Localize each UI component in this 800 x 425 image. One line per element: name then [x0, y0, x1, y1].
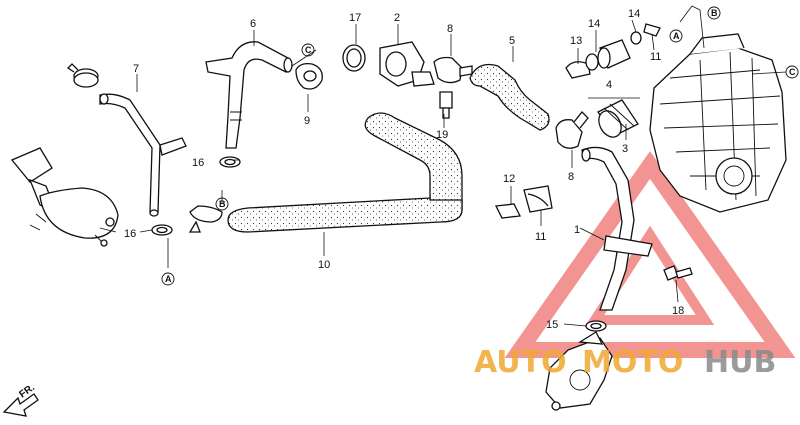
callout-11-top: 11 [650, 51, 661, 63]
callout-9: 9 [304, 115, 310, 127]
reference-markers: C B A A B C [161, 6, 799, 286]
ref-c-left: C [305, 45, 312, 55]
front-direction-arrow [2, 393, 39, 417]
part-12-bracket [495, 203, 521, 219]
part-1-pipe [581, 146, 653, 311]
part-13-clip [565, 61, 591, 79]
part-8-clamp-top [433, 56, 473, 84]
leader-lines [136, 5, 787, 327]
callout-8-top: 8 [447, 23, 453, 35]
callout-12: 12 [503, 173, 515, 185]
part-6-pipe [205, 41, 293, 149]
part-14-seal [630, 31, 642, 45]
callout-19: 19 [436, 129, 448, 141]
part-19-bolt [439, 91, 453, 119]
callout-8-lower: 8 [568, 171, 574, 183]
thermostat-housing-left [10, 147, 119, 247]
o-ring-16-left [151, 224, 173, 236]
callout-14-left: 14 [588, 18, 600, 30]
part-11-clip-top [643, 23, 661, 37]
water-pump-bottom [545, 331, 613, 411]
o-ring-16-middle [219, 156, 241, 168]
callout-16-middle: 16 [192, 157, 204, 169]
part-3-tube [597, 99, 639, 138]
ref-a-left: A [165, 274, 172, 284]
part-18-bolt [663, 265, 693, 281]
watermark-auto: AUTO [474, 345, 567, 380]
part-15-o-ring [585, 320, 607, 332]
part-11-bracket [523, 185, 553, 213]
callout-16-left: 16 [124, 228, 136, 240]
callout-11-lower: 11 [535, 231, 546, 243]
part-10-hose [227, 112, 463, 233]
callout-14-right: 14 [628, 8, 640, 20]
callout-13: 13 [570, 35, 582, 47]
callout-10: 10 [318, 259, 330, 271]
engine-block [649, 33, 787, 213]
part-2-cover [379, 41, 435, 87]
part-9-clip [295, 62, 323, 90]
callout-18: 18 [672, 305, 684, 317]
part-4-joint [585, 39, 631, 71]
watermark-hub: HUB [704, 345, 776, 380]
ref-a-right: A [673, 31, 680, 41]
callout-1: 1 [574, 224, 580, 236]
hose-clip-left [66, 63, 99, 88]
ref-b-left: B [219, 199, 226, 209]
callout-4: 4 [606, 79, 612, 91]
callout-7: 7 [133, 63, 139, 75]
part-7-pipe [99, 93, 187, 217]
part-5-hose [469, 63, 550, 131]
callout-5: 5 [509, 35, 515, 47]
callout-3: 3 [622, 143, 628, 155]
ref-b-right: B [711, 8, 718, 18]
part-8-clamp-lower [555, 111, 589, 149]
watermark-moto: MOTO [582, 345, 683, 380]
part-17-gasket [342, 44, 366, 72]
ref-c-right: C [789, 67, 796, 77]
hose-clip-b [188, 205, 223, 233]
watermark-logo: AUTO MOTO HUB [474, 345, 776, 380]
callout-6: 6 [250, 18, 256, 30]
callout-2: 2 [394, 12, 400, 24]
callout-17: 17 [349, 12, 361, 24]
callout-15: 15 [546, 319, 558, 331]
callout-numbers: 6 7 17 2 8 5 13 14 14 11 4 3 8 12 11 1 1… [124, 8, 684, 331]
